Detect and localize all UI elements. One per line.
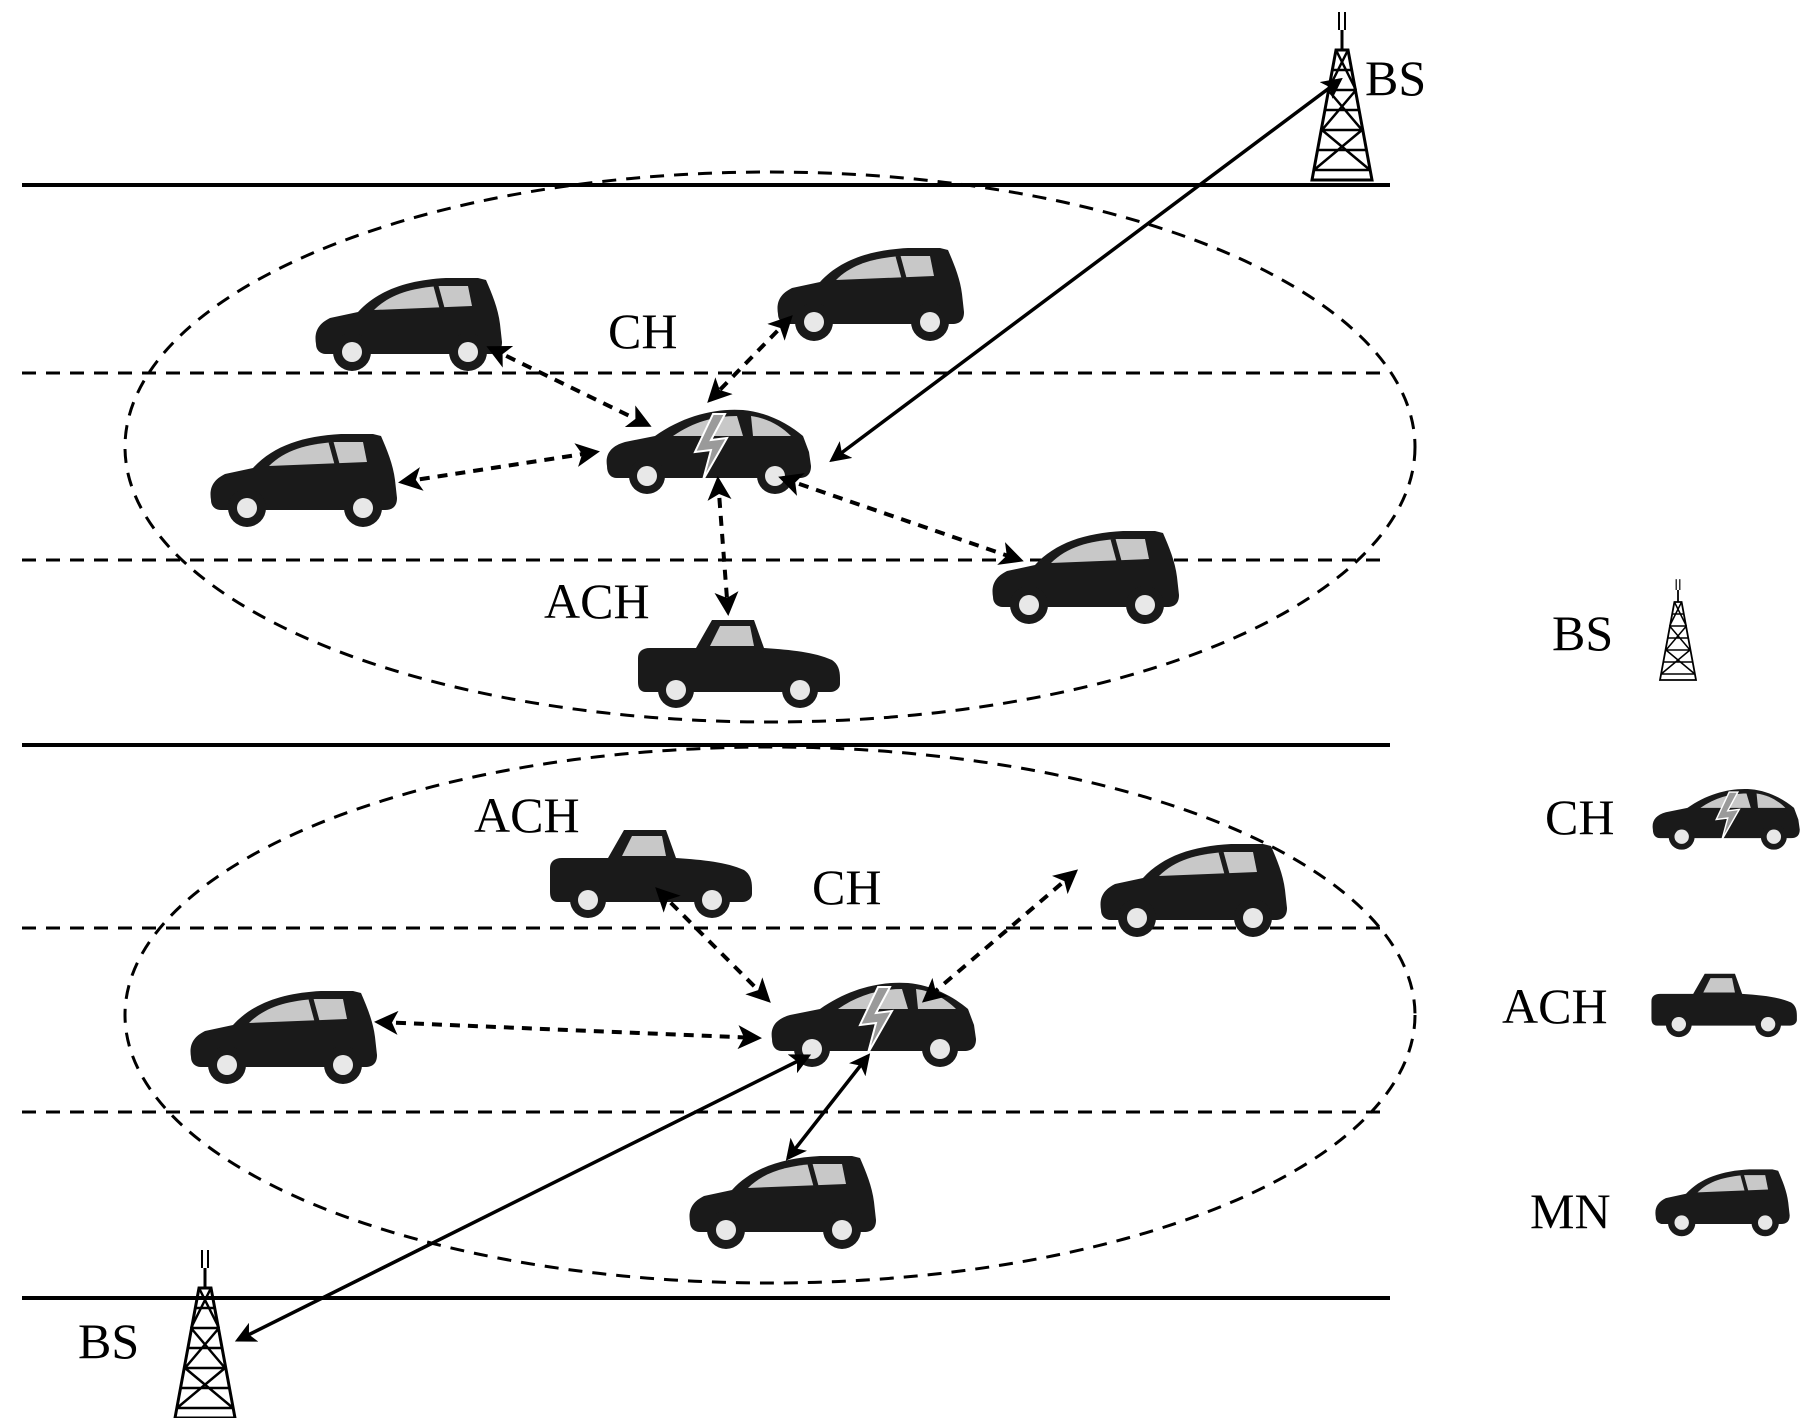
mn-car-icon <box>316 278 502 371</box>
ach-truck-icon <box>638 620 840 708</box>
legend-mn-icon <box>1653 1167 1792 1239</box>
legend-ach-icon <box>1651 973 1797 1038</box>
road-lines <box>22 183 1390 1300</box>
bs-label: BS <box>1365 50 1426 106</box>
links-top <box>398 77 1343 616</box>
legend-mn-label: MN <box>1530 1183 1611 1239</box>
mn-car-icon <box>778 248 964 341</box>
legend-bs-icon <box>1659 578 1697 681</box>
legend-ach-label: ACH <box>1502 978 1608 1034</box>
bs-tower-icon <box>173 1248 237 1418</box>
ch-car-icon <box>770 981 977 1068</box>
cluster-boundary-top <box>123 170 1417 724</box>
legend-ch-icon <box>1651 788 1801 851</box>
ch-label: CH <box>608 303 677 359</box>
legend-bs-label: BS <box>1552 605 1613 661</box>
ch-car-icon <box>605 408 812 495</box>
ach-truck-icon <box>550 830 752 918</box>
legend: BS CH ACH MN <box>1502 578 1801 1239</box>
mn-car-icon <box>690 1156 876 1249</box>
ch-label: CH <box>812 859 881 915</box>
mn-car-icon <box>191 991 377 1084</box>
mn-car-icon <box>211 434 397 527</box>
ach-label: ACH <box>544 573 650 629</box>
mn-car-icon <box>1101 844 1287 937</box>
bs-label: BS <box>78 1313 139 1369</box>
mn-car-icon <box>993 531 1179 624</box>
legend-ch-label: CH <box>1545 789 1614 845</box>
links-bottom <box>234 869 1079 1342</box>
ach-label: ACH <box>474 787 580 843</box>
